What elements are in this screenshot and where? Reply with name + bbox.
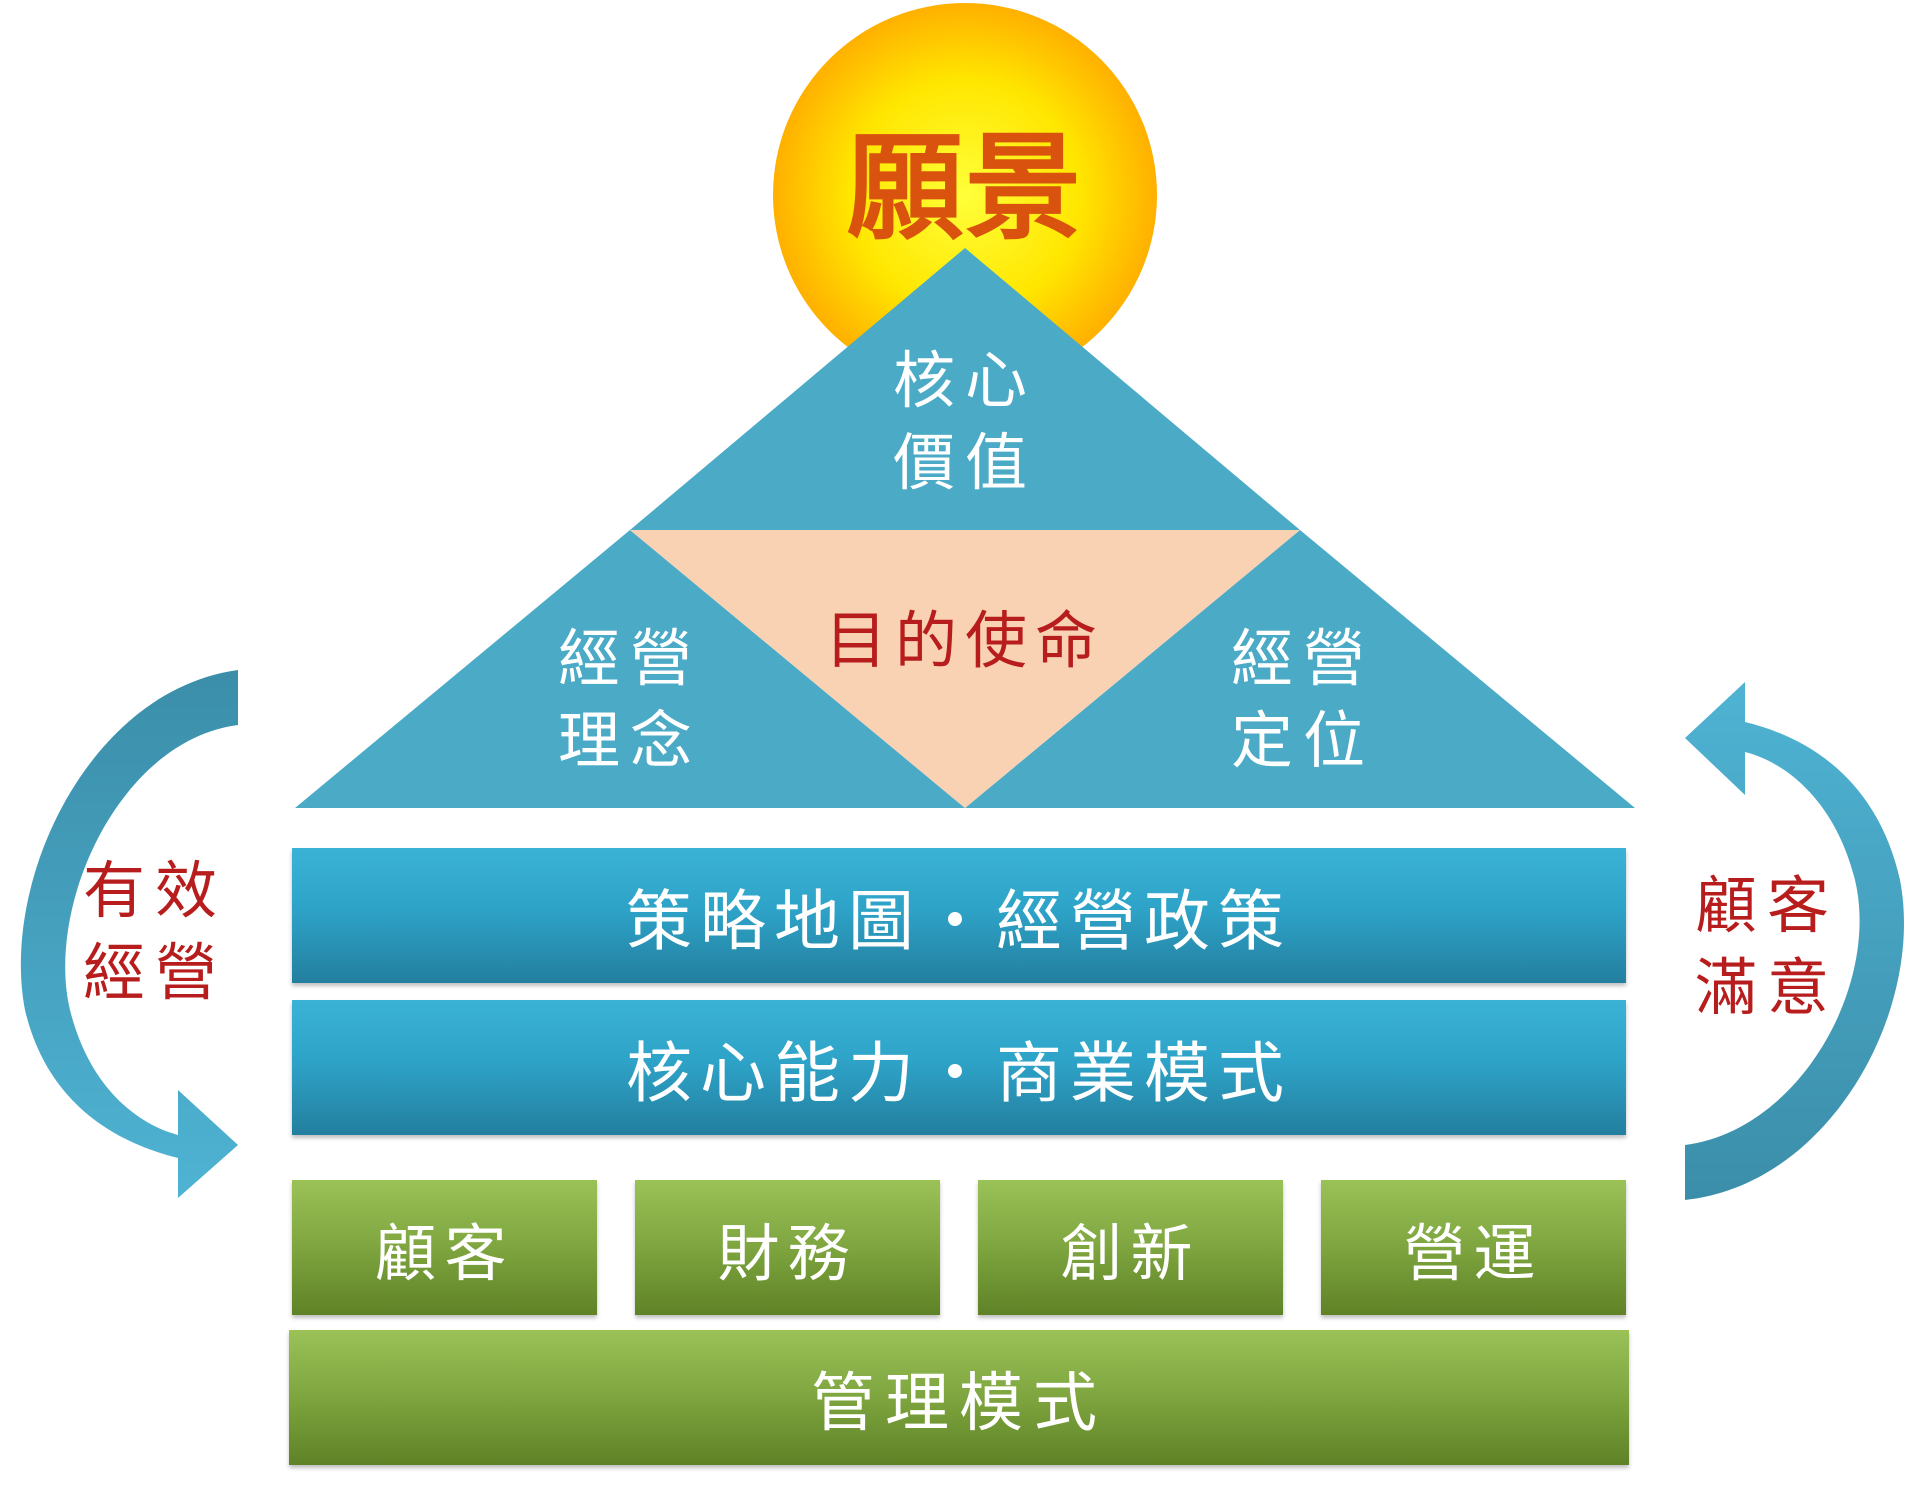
core-value-line-2: 價值 bbox=[892, 426, 1037, 499]
pillar-customer: 顧客 bbox=[292, 1180, 597, 1315]
roof-top-triangle bbox=[630, 248, 1300, 530]
pillar-operations: 營運 bbox=[1321, 1180, 1626, 1315]
philosophy-line-1: 經營 bbox=[557, 622, 702, 695]
positioning-label: 經營 定位 bbox=[1218, 618, 1388, 782]
customer-satisfaction-line-1: 顧客 bbox=[1694, 869, 1839, 942]
core-value-line-1: 核心 bbox=[892, 344, 1037, 417]
effective-management-line-1: 有效 bbox=[82, 854, 227, 927]
right-cycle-arrow bbox=[1685, 682, 1904, 1200]
positioning-line-2: 定位 bbox=[1230, 704, 1375, 777]
philosophy-line-2: 理念 bbox=[557, 704, 702, 777]
management-model-base: 管理模式 bbox=[289, 1330, 1629, 1465]
philosophy-label: 經營 理念 bbox=[545, 618, 715, 782]
vision-sun bbox=[773, 3, 1157, 387]
customer-satisfaction-label: 顧客 滿意 bbox=[1682, 865, 1852, 1029]
effective-management-line-2: 經營 bbox=[82, 936, 227, 1009]
positioning-line-1: 經營 bbox=[1230, 622, 1375, 695]
roof-right-triangle bbox=[965, 530, 1635, 808]
left-cycle-arrow bbox=[20, 670, 239, 1198]
strategy-band: 策略地圖・經營政策 bbox=[292, 848, 1626, 983]
capability-band: 核心能力・商業模式 bbox=[292, 1000, 1626, 1135]
mission-inverted-triangle bbox=[630, 530, 1300, 808]
vision-label: 願景 bbox=[847, 120, 1083, 256]
roof-left-triangle bbox=[295, 530, 965, 808]
pillar-finance: 財務 bbox=[635, 1180, 940, 1315]
pillar-innovation: 創新 bbox=[978, 1180, 1283, 1315]
effective-management-label: 有效 經營 bbox=[70, 850, 240, 1014]
customer-satisfaction-line-2: 滿意 bbox=[1694, 951, 1839, 1024]
core-value-label: 核心 價值 bbox=[865, 340, 1065, 504]
mission-label: 目的使命 bbox=[824, 604, 1105, 677]
